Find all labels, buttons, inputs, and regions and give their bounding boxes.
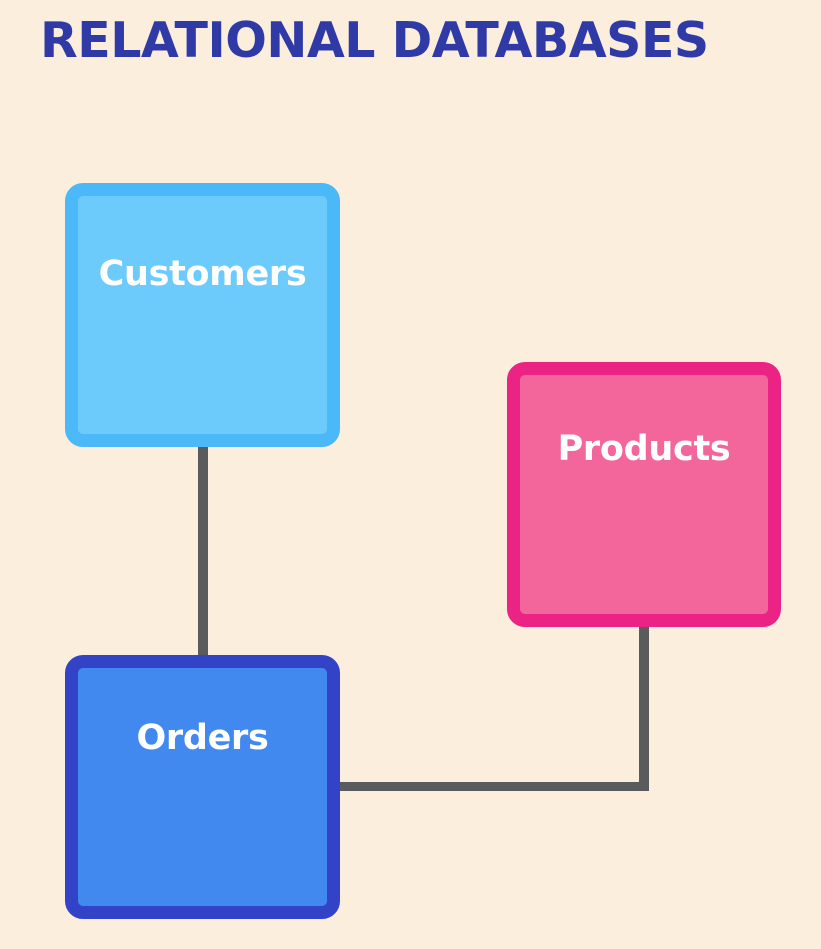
orders-table-label: Orders [136, 718, 269, 758]
customers-table-box: Customers [65, 183, 340, 447]
orders-products-connector-horizontal [338, 782, 649, 791]
orders-products-connector-vertical [639, 625, 649, 791]
customers-table-label: Customers [98, 254, 307, 294]
products-table-box: Products [507, 362, 781, 627]
orders-table-box: Orders [65, 655, 340, 919]
products-table-label: Products [557, 429, 731, 469]
page-title: RELATIONAL DATABASES [40, 12, 709, 69]
customers-orders-connector [198, 445, 208, 659]
